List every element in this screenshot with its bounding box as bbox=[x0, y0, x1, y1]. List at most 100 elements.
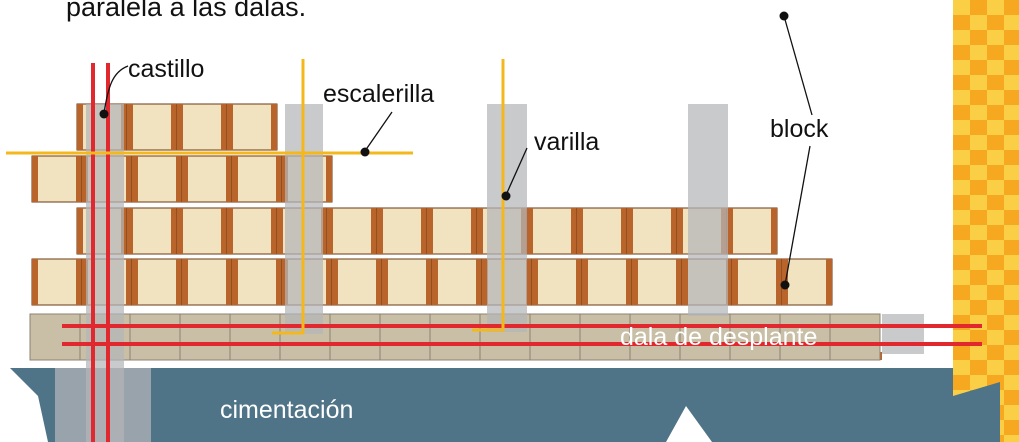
side-tile bbox=[1004, 195, 1019, 210]
label-escalerilla: escalerilla bbox=[323, 80, 434, 108]
block-web-right bbox=[671, 208, 677, 254]
block-web-left bbox=[177, 208, 183, 254]
block-web-right bbox=[326, 156, 332, 202]
side-tile bbox=[1004, 165, 1019, 180]
block-web-left bbox=[127, 208, 133, 254]
side-tile bbox=[1004, 135, 1019, 150]
side-tile bbox=[987, 330, 1004, 345]
block-web-left bbox=[432, 259, 438, 305]
block-web-left bbox=[627, 208, 633, 254]
block-face bbox=[581, 258, 633, 306]
side-tile bbox=[1004, 405, 1019, 420]
block-face bbox=[126, 207, 178, 255]
side-tile bbox=[1004, 45, 1019, 60]
block bbox=[126, 207, 178, 255]
block-web-right bbox=[276, 259, 282, 305]
block-web-left bbox=[532, 259, 538, 305]
block-face bbox=[526, 207, 578, 255]
block-web-left bbox=[377, 208, 383, 254]
dala-block bbox=[529, 313, 581, 361]
block bbox=[231, 155, 283, 203]
block-web-right bbox=[621, 208, 627, 254]
dala-block bbox=[29, 313, 81, 361]
side-tile bbox=[953, 90, 970, 105]
block bbox=[181, 155, 233, 203]
side-tile bbox=[970, 135, 987, 150]
block-web-left bbox=[277, 208, 283, 254]
dala-block bbox=[129, 313, 181, 361]
block-face bbox=[31, 258, 83, 306]
block-web-left bbox=[327, 208, 333, 254]
block-web-right bbox=[76, 156, 82, 202]
side-tile bbox=[1004, 225, 1019, 240]
block-web-left bbox=[232, 156, 238, 202]
block-web-right bbox=[771, 208, 777, 254]
block-web-left bbox=[382, 259, 388, 305]
block-web-left bbox=[82, 259, 88, 305]
side-tile bbox=[953, 30, 970, 45]
block-web-right bbox=[421, 208, 427, 254]
block-web-left bbox=[182, 156, 188, 202]
side-tile bbox=[987, 210, 1004, 225]
block bbox=[576, 207, 628, 255]
side-tile bbox=[953, 210, 970, 225]
block bbox=[426, 207, 478, 255]
block bbox=[231, 258, 283, 306]
side-tile bbox=[1004, 315, 1019, 330]
block-face bbox=[181, 258, 233, 306]
block-web-left bbox=[82, 156, 88, 202]
block-face bbox=[231, 155, 283, 203]
side-tile bbox=[970, 195, 987, 210]
block-web-left bbox=[677, 208, 683, 254]
block-web-right bbox=[76, 259, 82, 305]
block-web-left bbox=[682, 259, 688, 305]
block-face bbox=[176, 207, 228, 255]
side-tile bbox=[953, 60, 970, 75]
block-web-left bbox=[727, 208, 733, 254]
block-web-left bbox=[732, 259, 738, 305]
block-web-right bbox=[176, 156, 182, 202]
dala-rebar bbox=[62, 324, 982, 346]
block-web-right bbox=[221, 208, 227, 254]
block bbox=[131, 258, 183, 306]
block-web-left bbox=[232, 259, 238, 305]
block-web-right bbox=[171, 208, 177, 254]
dala-block bbox=[429, 313, 481, 361]
block-web-right bbox=[126, 259, 132, 305]
block-web-left bbox=[582, 259, 588, 305]
side-tile bbox=[970, 15, 987, 30]
block-web-right bbox=[371, 208, 377, 254]
block bbox=[181, 258, 233, 306]
dala-block bbox=[229, 313, 281, 361]
side-tile bbox=[987, 360, 1004, 375]
side-tile bbox=[987, 180, 1004, 195]
side-tile bbox=[1004, 255, 1019, 270]
side-tile bbox=[970, 225, 987, 240]
block bbox=[531, 258, 583, 306]
block bbox=[631, 258, 683, 306]
label-dala-de-desplante: dala de desplante bbox=[620, 323, 817, 351]
block-face bbox=[176, 103, 228, 151]
block-web-right bbox=[221, 104, 227, 150]
side-tile bbox=[953, 180, 970, 195]
block bbox=[781, 258, 833, 306]
side-tile bbox=[953, 0, 970, 15]
side-tile bbox=[970, 45, 987, 60]
block-web-left bbox=[527, 208, 533, 254]
block bbox=[31, 155, 83, 203]
block-web-right bbox=[376, 259, 382, 305]
block-face bbox=[131, 258, 183, 306]
block-web-right bbox=[276, 156, 282, 202]
block-web-left bbox=[77, 104, 83, 150]
block-face bbox=[376, 207, 428, 255]
block-web-right bbox=[126, 156, 132, 202]
dala-block bbox=[379, 313, 431, 361]
block-web-right bbox=[626, 259, 632, 305]
block bbox=[526, 207, 578, 255]
label-cimentacion: cimentación bbox=[220, 396, 353, 424]
block-face bbox=[426, 207, 478, 255]
block bbox=[31, 258, 83, 306]
block-face bbox=[181, 155, 233, 203]
block-face bbox=[126, 103, 178, 151]
